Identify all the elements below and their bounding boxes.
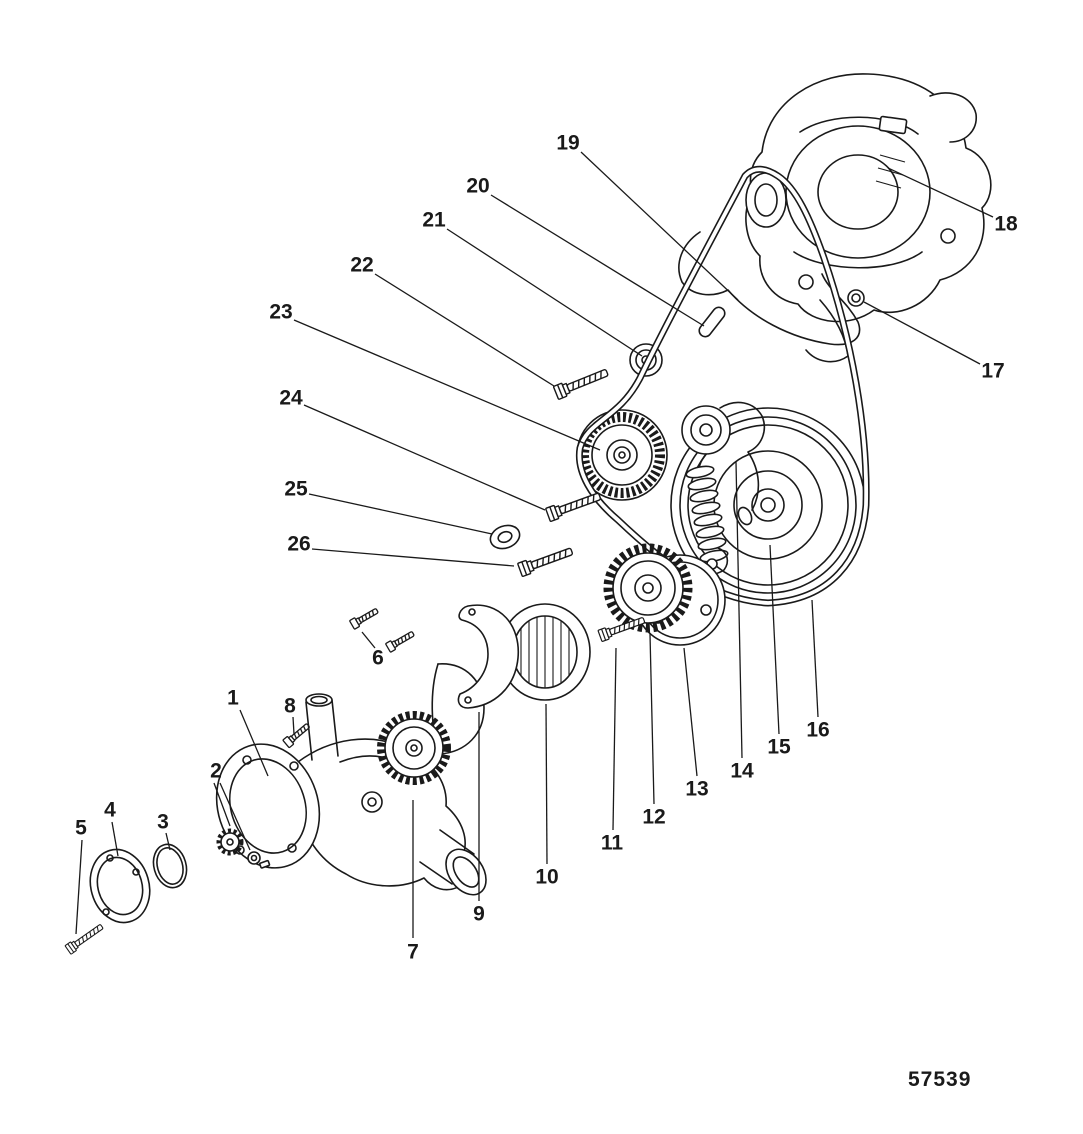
leader-line-13: [683, 647, 698, 777]
screw-8: [282, 720, 313, 749]
callout-9: 9: [473, 903, 485, 926]
callout-15: 15: [767, 736, 791, 759]
leader-line-8: [292, 716, 295, 735]
bolt-22: [552, 365, 611, 401]
leader-line-11: [612, 647, 617, 831]
leader-line-10: [545, 703, 548, 865]
callout-10: 10: [535, 866, 558, 889]
screw-6b: [384, 628, 417, 653]
leader-line-12: [649, 633, 655, 805]
leader-line-17: [863, 301, 981, 365]
callout-16: 16: [806, 719, 829, 742]
grooved-idler-pulley-drawing: [576, 409, 668, 501]
leader-line-18: [887, 167, 994, 218]
leader-line-23: [293, 319, 601, 451]
callout-8: 8: [284, 695, 296, 718]
leader-line-6: [361, 631, 376, 649]
leader-line-21: [446, 228, 643, 357]
leader-line-3: [165, 832, 171, 851]
callout-4: 4: [104, 799, 116, 822]
leader-line-1: [239, 709, 269, 777]
callout-17: 17: [981, 360, 1004, 383]
leader-line-25: [308, 493, 493, 535]
drive-gear-drawing: [603, 543, 693, 633]
callout-3: 3: [157, 811, 169, 834]
callout-1: 1: [227, 687, 239, 710]
leader-line-20: [490, 194, 705, 327]
callout-5: 5: [75, 817, 87, 840]
callout-24: 24: [279, 387, 303, 410]
washer-drawing: [489, 524, 521, 550]
leader-line-22: [374, 273, 555, 387]
callout-12: 12: [642, 806, 665, 829]
pump-gear-drawing: [377, 711, 451, 785]
callout-13: 13: [685, 778, 708, 801]
belt-tensioner-drawing: [681, 401, 766, 575]
callout-18: 18: [994, 213, 1018, 236]
callout-layer: 1234567891011121314151617181920212223242…: [75, 132, 1018, 964]
screw-6a: [348, 605, 381, 630]
callout-11: 11: [601, 832, 624, 855]
bolt-5: [64, 921, 106, 955]
leader-line-24: [303, 404, 546, 511]
callout-25: 25: [284, 478, 308, 501]
alternator-bracket-drawing: [678, 231, 865, 363]
callout-26: 26: [287, 533, 310, 556]
water-pump-housing-drawing: [215, 693, 487, 896]
leader-line-2: [213, 782, 231, 827]
alternator-drawing: [745, 73, 992, 323]
cover-plate-drawing: [89, 848, 151, 924]
leader-line-4: [111, 821, 119, 857]
leader-line-19: [580, 151, 739, 301]
callout-22: 22: [350, 254, 373, 277]
callout-20: 20: [466, 175, 489, 198]
leader-line-2: [219, 782, 251, 851]
callout-7: 7: [407, 941, 419, 964]
callout-6: 6: [372, 647, 384, 670]
callout-23: 23: [269, 301, 292, 324]
leader-line-15: [769, 544, 780, 735]
bolt-24: [544, 488, 603, 523]
leader-line-16: [811, 599, 819, 718]
serpentine-belt-drawing: [575, 165, 870, 607]
leader-line-14: [735, 461, 743, 759]
bolt-26: [516, 543, 575, 578]
impeller-drawing: [216, 828, 271, 869]
callout-2: 2: [210, 760, 222, 783]
figure-number: 57539: [908, 1068, 972, 1091]
dowel-pin-drawing: [698, 306, 726, 338]
o-ring-drawing: [152, 843, 188, 889]
callout-19: 19: [556, 132, 579, 155]
leader-line-26: [311, 548, 515, 567]
callout-14: 14: [730, 760, 754, 783]
leader-line-5: [75, 839, 83, 935]
callout-21: 21: [422, 209, 446, 232]
gasket-crescent-drawing: [457, 604, 519, 709]
